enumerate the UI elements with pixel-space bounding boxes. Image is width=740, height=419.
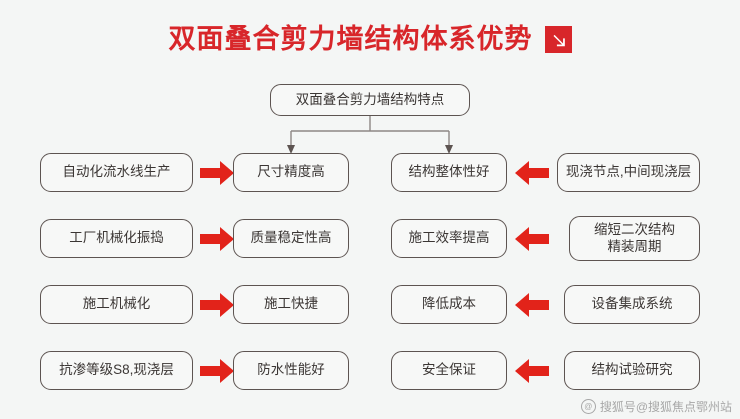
node-cause-left-3[interactable]: 施工机械化 bbox=[40, 285, 193, 324]
arrow-down-right-icon bbox=[544, 25, 572, 53]
node-cause-left-2[interactable]: 工厂机械化振捣 bbox=[40, 219, 193, 258]
arrow-left-icon bbox=[513, 224, 551, 254]
node-effect-left-3[interactable]: 施工快捷 bbox=[233, 285, 349, 324]
arrow-right-icon bbox=[198, 224, 236, 254]
node-cause-right-1[interactable]: 现浇节点,中间现浇层 bbox=[557, 153, 700, 192]
arrow-right-icon bbox=[198, 356, 236, 386]
page-title-text: 双面叠合剪力墙结构体系优势 bbox=[168, 23, 533, 54]
root-node[interactable]: 双面叠合剪力墙结构特点 bbox=[270, 84, 470, 116]
node-effect-right-3[interactable]: 降低成本 bbox=[391, 285, 507, 324]
sohu-logo-icon: @ bbox=[580, 399, 596, 414]
node-effect-right-1[interactable]: 结构整体性好 bbox=[391, 153, 507, 192]
node-effect-left-1[interactable]: 尺寸精度高 bbox=[233, 153, 349, 192]
node-effect-left-2[interactable]: 质量稳定性高 bbox=[233, 219, 349, 258]
arrow-right-icon bbox=[198, 158, 236, 188]
arrow-left-icon bbox=[513, 290, 551, 320]
node-cause-left-4[interactable]: 抗渗等级S8,现浇层 bbox=[40, 351, 193, 390]
node-cause-left-1[interactable]: 自动化流水线生产 bbox=[40, 153, 193, 192]
node-cause-right-3[interactable]: 设备集成系统 bbox=[564, 285, 700, 324]
node-effect-left-4[interactable]: 防水性能好 bbox=[233, 351, 349, 390]
node-cause-right-4[interactable]: 结构试验研究 bbox=[564, 351, 700, 390]
page-title: 双面叠合剪力墙结构体系优势 bbox=[0, 16, 740, 62]
node-effect-right-2[interactable]: 施工效率提高 bbox=[391, 219, 507, 258]
watermark-text: 搜狐号@搜狐焦点鄂州站 bbox=[599, 400, 732, 414]
arrow-right-icon bbox=[198, 290, 236, 320]
node-cause-right-2[interactable]: 缩短二次结构 精装周期 bbox=[569, 216, 700, 261]
arrow-left-icon bbox=[513, 356, 551, 386]
node-effect-right-4[interactable]: 安全保证 bbox=[391, 351, 507, 390]
watermark: @ 搜狐号@搜狐焦点鄂州站 bbox=[580, 398, 732, 415]
arrow-left-icon bbox=[513, 158, 551, 188]
